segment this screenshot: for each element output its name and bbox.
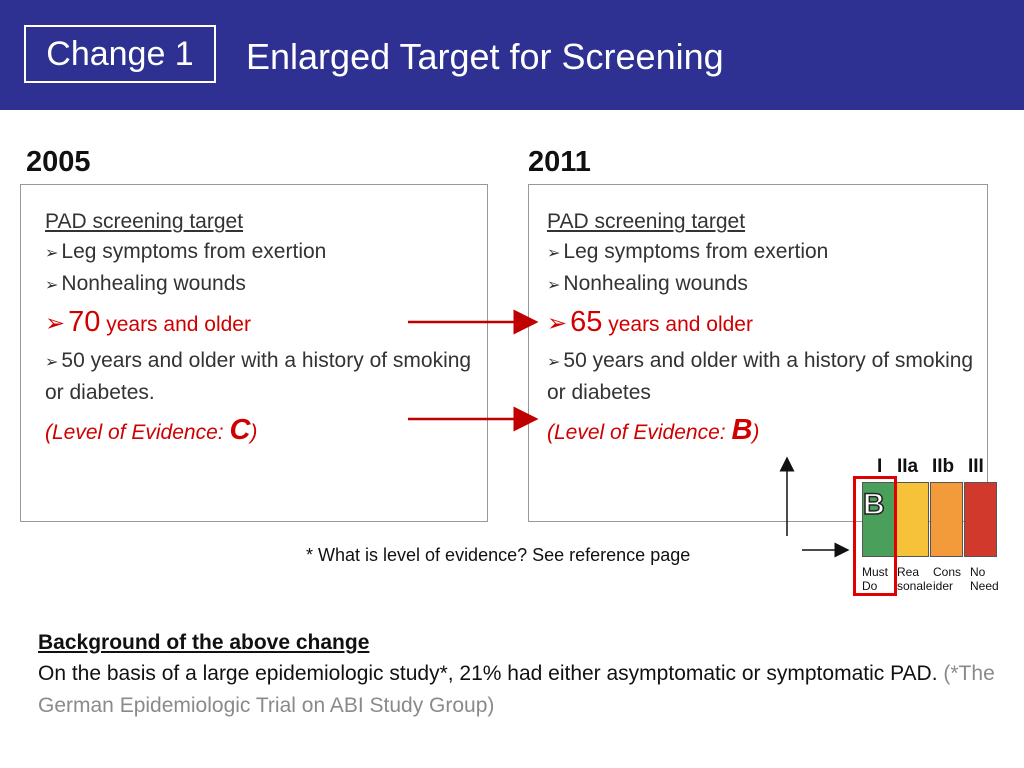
arrow-bullet-icon: ➢ [45,310,66,337]
change-badge: Change 1 [24,25,216,83]
caption-must-do: Must Do [862,565,889,593]
evidence-reference-note: * What is level of evidence? See referen… [306,545,691,565]
class-iib-swatch [930,482,963,557]
caption-consider: Cons ider [933,565,962,593]
screening-target-heading: PAD screening target [45,210,244,233]
class-iia-swatch [896,482,929,557]
list-item: ➢50 years and older with a history of sm… [547,349,974,404]
arrow-bullet-icon: ➢ [45,277,59,294]
background-heading: Background of the above change [38,631,370,654]
background-section: Background of the above change On the ba… [38,628,998,722]
panel-2011: PAD screening target ➢Leg symptoms from … [528,184,988,522]
age-criterion: ➢70 years and older [45,306,251,338]
class-label-iia: IIa [897,456,919,477]
screening-target-heading: PAD screening target [547,210,746,233]
level-of-evidence: (Level of Evidence: C) [45,414,258,446]
list-item: ➢50 years and older with a history of sm… [45,349,472,404]
class-label-iii: III [968,456,984,477]
list-item: ➢Nonhealing wounds [45,272,246,295]
arrow-bullet-icon: ➢ [45,354,59,371]
class-i-highlight [853,476,897,596]
level-of-evidence: (Level of Evidence: B) [547,414,760,446]
list-item: ➢Nonhealing wounds [547,272,748,295]
class-iii-swatch [964,482,997,557]
year-2011-label: 2011 [528,146,591,178]
background-text: On the basis of a large epidemiologic st… [38,662,995,717]
level-b-mark: B [862,487,885,522]
caption-reasonable: Rea sonale [897,565,933,593]
page-title: Enlarged Target for Screening [246,36,724,77]
list-item: ➢Leg symptoms from exertion [547,240,829,263]
class-label-iib: IIb [932,456,955,477]
arrow-bullet-icon: ➢ [547,310,568,337]
background-citation: (*The German Epidemiologic Trial on ABI … [38,662,995,717]
panel-2005: PAD screening target ➢Leg symptoms from … [20,184,488,522]
age-criterion: ➢65 years and older [547,306,753,338]
arrow-bullet-icon: ➢ [547,354,561,371]
class-label-i: I [877,456,883,477]
arrow-bullet-icon: ➢ [547,245,561,262]
list-item: ➢Leg symptoms from exertion [45,240,327,263]
arrow-bullet-icon: ➢ [547,277,561,294]
header-banner: Change 1 Enlarged Target for Screening [0,0,1024,110]
year-2005-label: 2005 [26,146,91,178]
caption-no-need: No Need [970,565,999,593]
arrow-bullet-icon: ➢ [45,245,59,262]
